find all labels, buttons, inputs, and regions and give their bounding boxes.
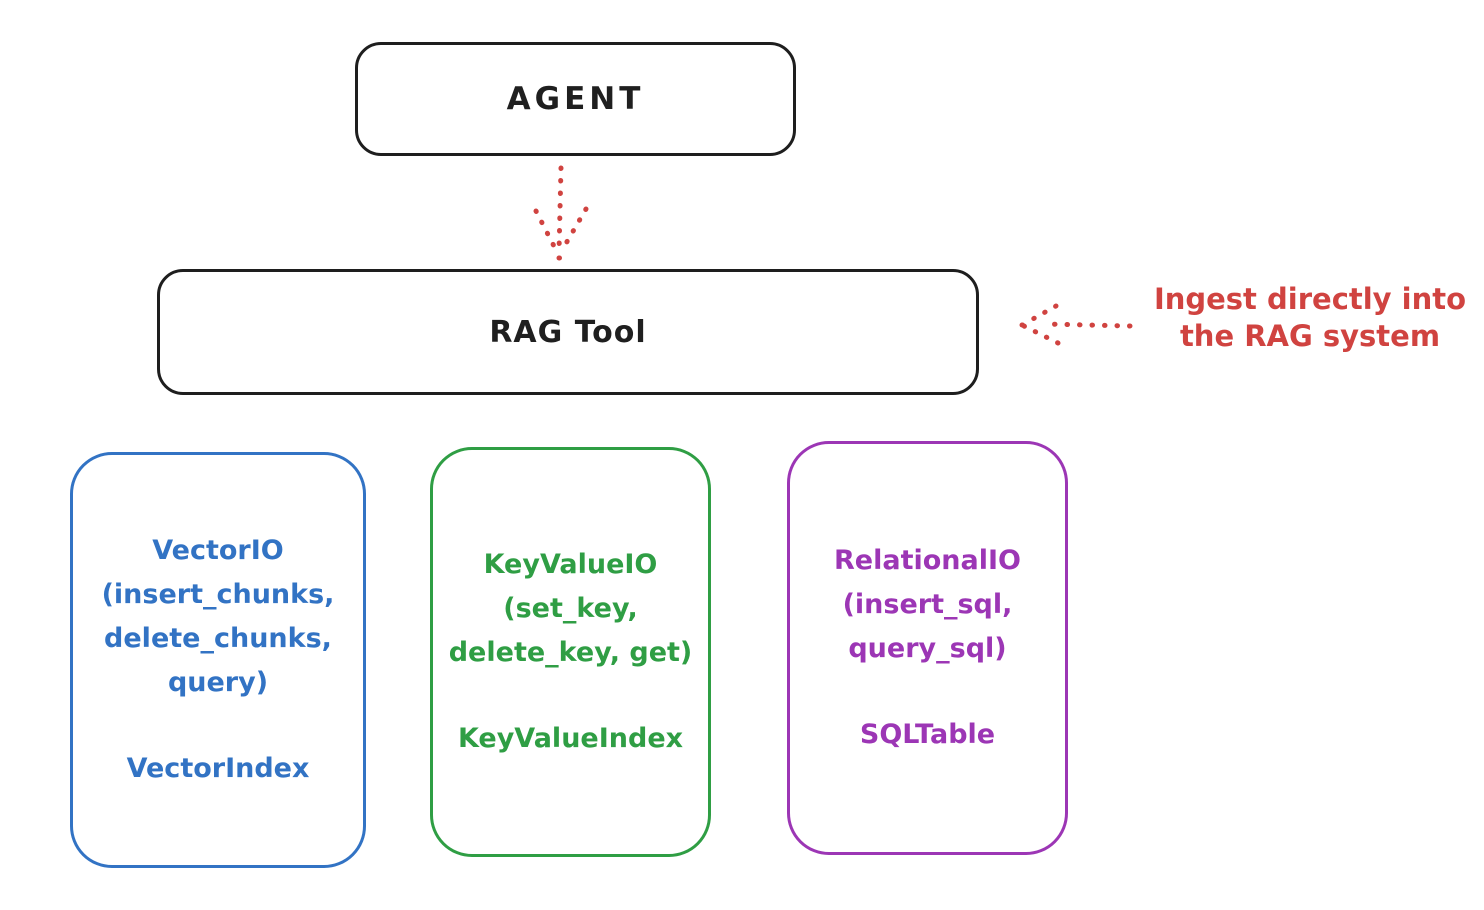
rag-tool-box: RAG Tool (157, 269, 979, 395)
relational-io-box: RelationalIO (insert_sql, query_sql) SQL… (787, 441, 1068, 855)
keyvalue-io-box: KeyValueIO (set_key, delete_key, get) Ke… (430, 447, 711, 857)
ingest-annotation-arrow (1019, 303, 1133, 346)
vector-index-label: VectorIndex (126, 753, 310, 784)
agent-label: AGENT (506, 81, 645, 117)
vector-io-methods: VectorIO (insert_chunks, delete_chunks, … (101, 535, 335, 698)
vector-io-box: VectorIO (insert_chunks, delete_chunks, … (70, 452, 366, 868)
keyvalue-index-label: KeyValueIndex (457, 723, 684, 754)
agent-to-ragtool-arrow (533, 165, 589, 261)
keyvalue-io-methods: KeyValueIO (set_key, delete_key, get) (448, 549, 693, 668)
relational-io-methods: RelationalIO (insert_sql, query_sql) (834, 545, 1021, 664)
agent-box: AGENT (355, 42, 796, 156)
rag-tool-label: RAG Tool (489, 314, 647, 350)
ingest-annotation-text: Ingest directly into the RAG system (1153, 282, 1467, 353)
sql-table-label: SQLTable (859, 719, 996, 750)
